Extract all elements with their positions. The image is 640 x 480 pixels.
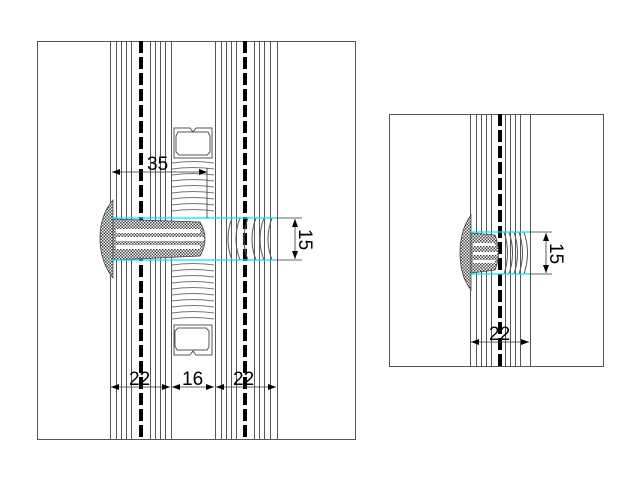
right-anchor-bolt [459,213,499,292]
shaft-arc [171,263,215,266]
dim-15-label: 15 [294,229,315,250]
bond-arc [518,231,523,275]
right-dim-22-label: 22 [489,324,510,345]
dim-22-right-label: 22 [233,369,254,390]
bond-arc [251,217,257,261]
bond-arc [227,217,233,261]
shaft-arc [171,293,215,296]
shaft-arc [171,317,215,320]
shaft-arc [171,287,215,290]
shaft-arc [171,191,215,194]
right-view-frame [389,114,604,367]
bond-arc [523,231,528,275]
shaft-arc [171,305,215,308]
shaft-arc [171,185,215,188]
left-anchor-bolt [99,198,206,280]
shaft-arc [171,299,215,302]
joint-lines [110,217,530,275]
shaft-arc [171,167,215,170]
shaft-arc [171,173,215,176]
shaft-arc [171,203,215,206]
dim-16-label: 16 [182,369,203,390]
top-spacer-box [173,127,213,159]
bond-arc [503,231,508,275]
shaft-arc [171,209,215,212]
bond-arc [508,231,513,275]
shaft-arc [171,161,215,164]
shaft-arc [171,281,215,284]
bond-arc [513,231,518,275]
bond-arc [267,217,273,261]
shaft-arc [171,275,215,278]
bond-arc [259,217,265,261]
dim-22-left-label: 22 [129,369,150,390]
shaft-arc [171,179,215,182]
bond-arc [243,217,249,261]
right-dim-15-label: 15 [545,243,566,264]
bottom-spacer-box [173,324,213,356]
shaft-arc [171,269,215,272]
left-view-frame [37,41,356,440]
bond-arc [235,217,241,261]
shaft-arc [171,311,215,314]
shaft-arc [171,197,215,200]
dim-35-label: 35 [147,154,168,175]
